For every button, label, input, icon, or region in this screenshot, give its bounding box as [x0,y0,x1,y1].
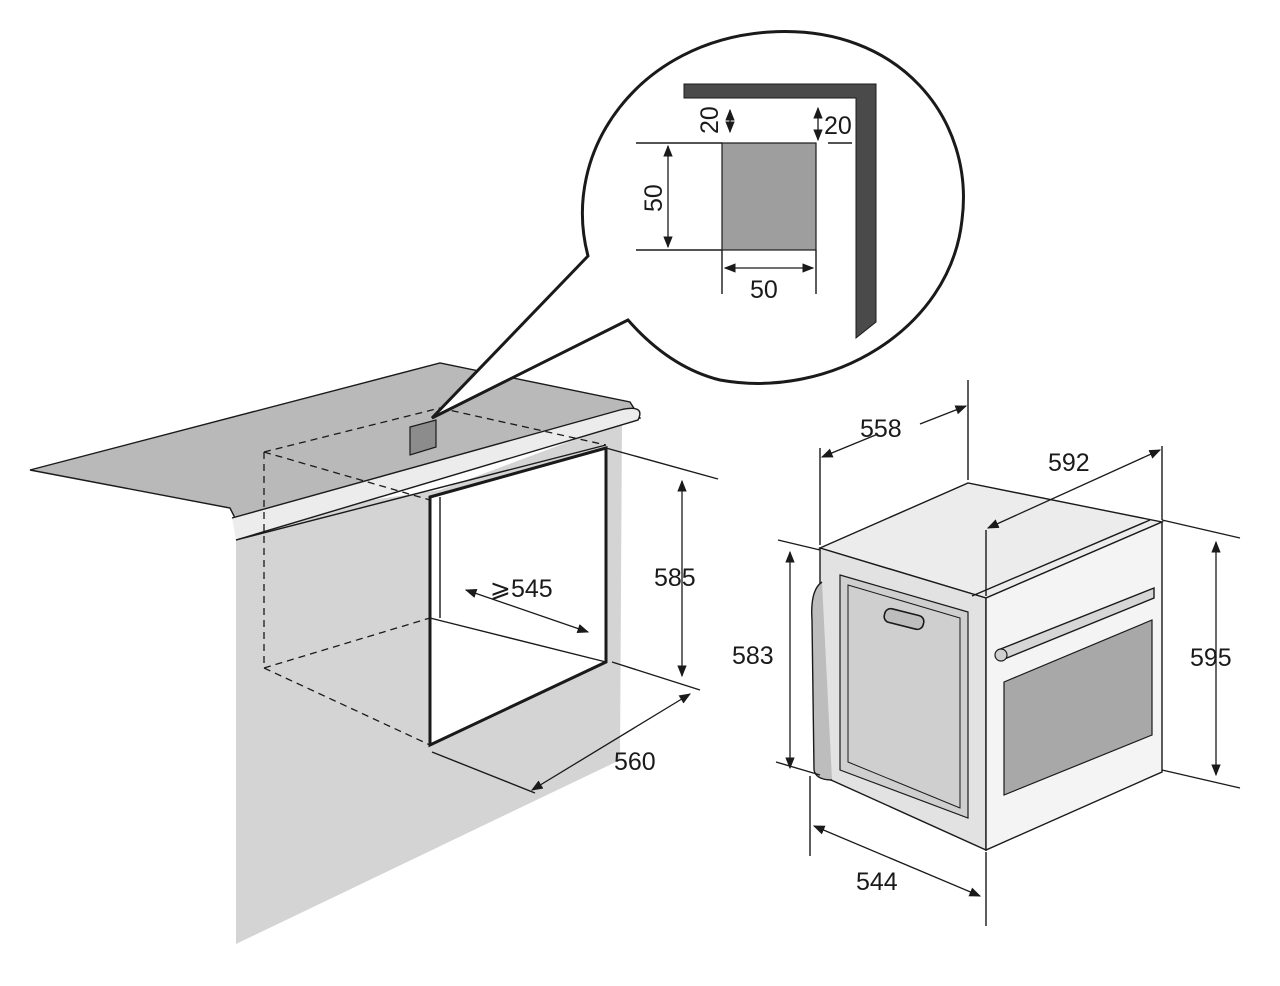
oven-body-height-label: 583 [732,642,774,670]
detail-gap-left-label: 20 [696,106,724,134]
cabinet-width-label: 560 [614,748,656,776]
hidden-lines [263,407,607,746]
countertop [29,362,642,521]
oven-drawing: 558 592 583 595 544 [732,380,1241,926]
detail-vent [721,142,817,251]
detail-callout: 50 50 20 20 [430,30,965,420]
detail-vent-width-label: 50 [750,276,778,304]
oven-front-width-label: 592 [1048,449,1090,477]
vent-opening [409,419,437,456]
dim-cabinet-depth-line [464,589,590,633]
countertop-edge [231,407,641,541]
detail-gap-right-label: 20 [824,112,852,140]
cabinet-depth-label: ⩾545 [490,575,553,603]
oven-side-handle [883,607,925,631]
oven-body-width-label: 544 [856,868,898,896]
dim-cabinet-width-line [531,693,691,791]
oven-depth-label: 558 [860,415,902,443]
cabinet-height-label: 585 [654,564,696,592]
wall-corner [683,83,877,340]
oven-window [1003,619,1153,796]
oven-total-height-label: 595 [1190,644,1232,672]
callout-bubble [430,30,965,420]
oven-side-panel [839,574,969,819]
cabinet-drawing: ⩾545 585 560 [29,362,719,944]
detail-vent-height-label: 50 [640,184,668,212]
